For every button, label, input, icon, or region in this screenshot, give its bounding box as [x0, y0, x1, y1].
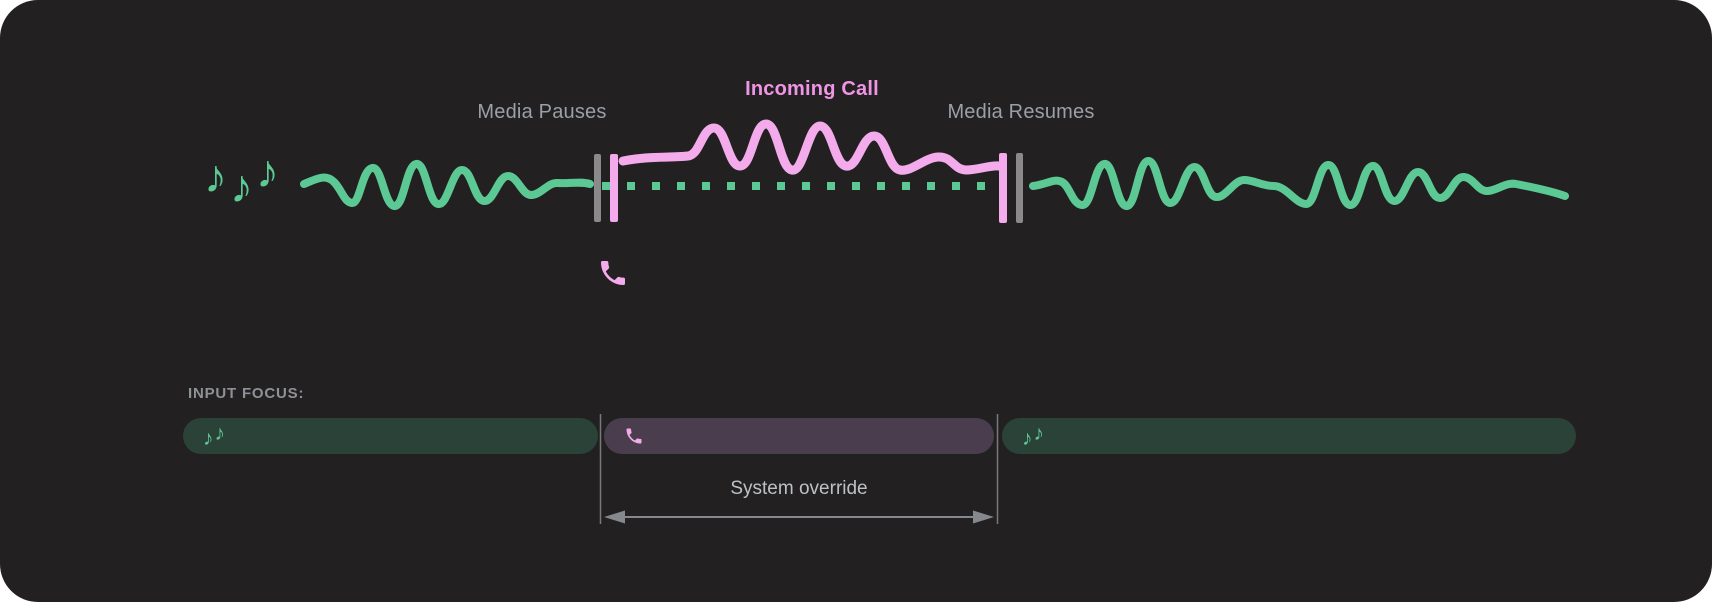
resume-marker-pink-bar [999, 153, 1007, 223]
phone-icon [601, 261, 625, 285]
note-glyph: ♪ [230, 160, 253, 212]
note-glyph: ♪ [1022, 426, 1033, 450]
pause-marker-pink-bar [610, 154, 618, 222]
note-glyph: ♪ [203, 426, 214, 450]
note-glyph: ♪ [1033, 421, 1045, 445]
media-waveform-after [1029, 157, 1569, 210]
input-focus-heading: INPUT FOCUS: [188, 385, 305, 402]
override-arrow-head-left [604, 510, 625, 524]
music-notes-icon: ♪ ♪ [1022, 421, 1045, 450]
call-waveform [618, 119, 1004, 175]
music-notes-icon: ♪ ♪ [203, 421, 226, 450]
note-glyph: ♪ [214, 421, 226, 445]
incoming-call-label: Incoming Call [745, 78, 879, 100]
focus-segment-call [604, 418, 994, 454]
override-arrow-head-right [973, 510, 994, 524]
media-pauses-label: Media Pauses [477, 101, 607, 123]
media-resumes-label: Media Resumes [947, 101, 1095, 123]
music-notes-icon: ♪ ♪ ♪ [204, 145, 279, 209]
media-waveform-before [300, 160, 594, 210]
focus-segment-media-after: ♪ ♪ [1002, 418, 1576, 454]
phone-icon [626, 428, 642, 444]
note-glyph: ♪ [204, 150, 227, 202]
phone-glyph [626, 428, 642, 444]
system-override-label: System override [730, 478, 868, 499]
pause-marker-gray-bar [594, 154, 601, 222]
focus-segment-media-before: ♪ ♪ [183, 418, 598, 454]
note-glyph: ♪ [256, 145, 279, 197]
phone-glyph [601, 261, 625, 285]
resume-marker-gray-bar [1016, 153, 1023, 223]
